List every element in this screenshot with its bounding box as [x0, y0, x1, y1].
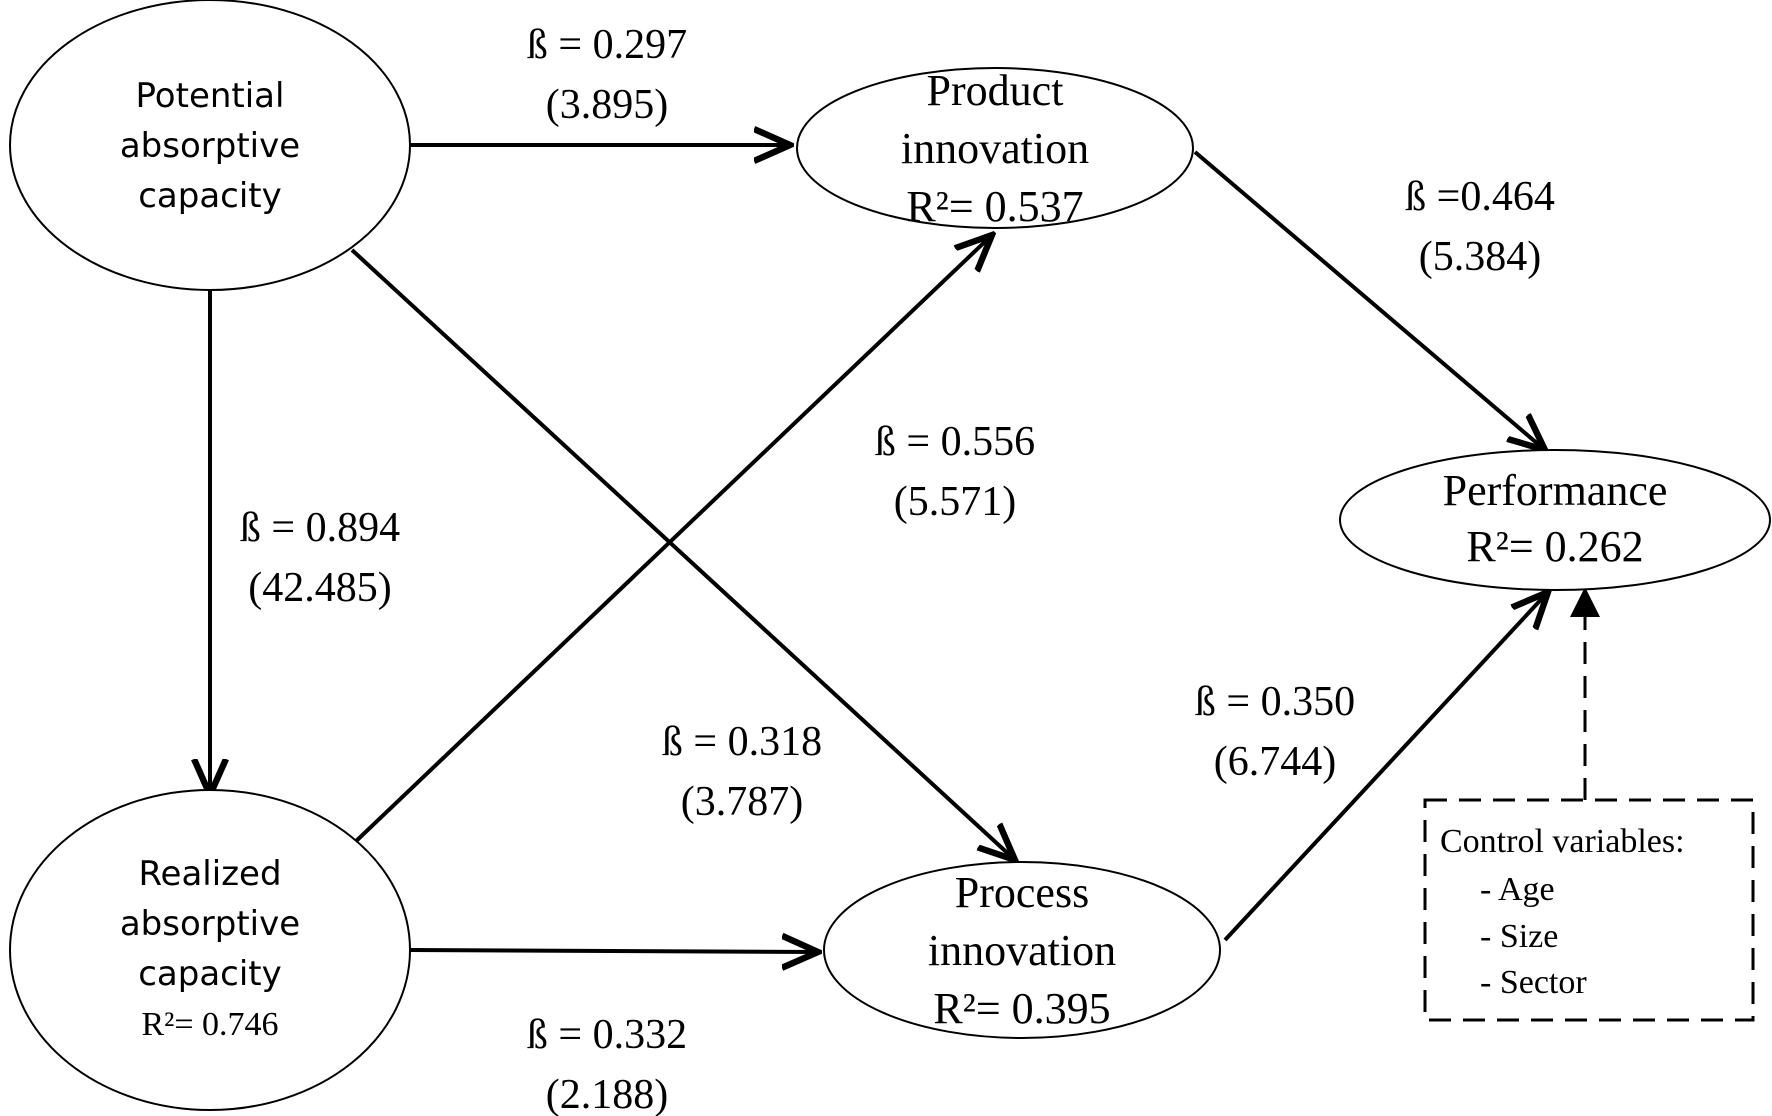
node-process-r2: R²= 0.395: [933, 984, 1110, 1033]
edge-process-to-performance: [1223, 592, 1548, 942]
path-beta: ß = 0.332: [527, 1012, 687, 1058]
path-t-value: (3.895): [546, 82, 668, 128]
control-variable-item: - Age: [1480, 871, 1555, 908]
node-process-line-1: Process: [955, 868, 1089, 917]
edge-pacap-to-process: [350, 248, 1015, 860]
node-pacap-line-2: absorptive: [120, 126, 300, 166]
node-racap-line-1: Realized: [138, 854, 281, 894]
node-performance-r2: R²= 0.262: [1466, 522, 1643, 571]
path-t-value: (3.787): [681, 779, 803, 825]
label-pacap-process: ß = 0.318 (3.787): [662, 719, 822, 825]
node-performance: Performance R²= 0.262: [1339, 449, 1771, 591]
node-product-line-2: innovation: [901, 124, 1089, 173]
label-racap-product: ß = 0.556 (5.571): [875, 419, 1035, 525]
node-racap-line-2: absorptive: [120, 904, 300, 944]
path-beta: ß =0.464: [1405, 174, 1555, 220]
node-realized-absorptive-capacity: Realized absorptive capacity R²= 0.746: [9, 789, 411, 1111]
node-pacap-line-1: Potential: [136, 76, 285, 116]
node-racap-line-3: capacity: [138, 954, 282, 994]
node-pacap-line-3: capacity: [138, 176, 282, 216]
edge-racap-to-process: [409, 950, 818, 952]
control-variables-title: Control variables:: [1440, 823, 1685, 860]
path-t-value: (6.744): [1214, 739, 1336, 785]
edge-product-to-performance: [1193, 150, 1545, 450]
path-beta: ß = 0.894: [240, 505, 400, 551]
node-potential-absorptive-capacity: Potential absorptive capacity: [9, 0, 411, 291]
path-t-value: (2.188): [546, 1072, 668, 1116]
label-racap-process: ß = 0.332 (2.188): [527, 1012, 687, 1116]
control-variable-item: - Size: [1480, 918, 1558, 955]
path-t-value: (5.384): [1419, 234, 1541, 280]
node-product-innovation: Product innovation R²= 0.537: [796, 66, 1194, 231]
path-t-value: (5.571): [894, 479, 1016, 525]
control-variables-box: Control variables: - Age - Size - Sector: [1423, 798, 1755, 1022]
edge-racap-to-product: [350, 235, 992, 847]
node-racap-r2: R²= 0.746: [141, 1006, 278, 1043]
path-beta: ß = 0.297: [527, 22, 687, 68]
node-product-r2: R²= 0.537: [906, 182, 1083, 231]
node-process-line-2: innovation: [928, 926, 1116, 975]
node-product-line-1: Product: [927, 66, 1064, 115]
path-beta: ß = 0.318: [662, 719, 822, 765]
label-product-performance: ß =0.464 (5.384): [1405, 174, 1555, 280]
node-performance-line-1: Performance: [1443, 466, 1668, 515]
node-process-innovation: Process innovation R²= 0.395: [823, 861, 1221, 1039]
path-beta: ß = 0.350: [1195, 679, 1355, 725]
label-pacap-product: ß = 0.297 (3.895): [527, 22, 687, 128]
path-beta: ß = 0.556: [875, 419, 1035, 465]
path-t-value: (42.485): [248, 565, 391, 611]
label-pacap-racap: ß = 0.894 (42.485): [240, 505, 400, 611]
label-process-performance: ß = 0.350 (6.744): [1195, 679, 1355, 785]
control-variable-item: - Sector: [1480, 964, 1587, 1001]
